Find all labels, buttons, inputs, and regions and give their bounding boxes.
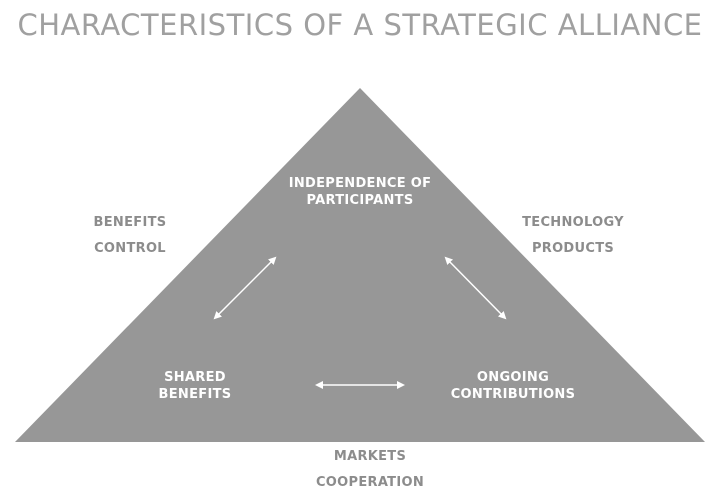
label-shared-benefits: SHARED BENEFITS xyxy=(130,369,260,403)
outer-label: TECHNOLOGY xyxy=(522,215,624,230)
outer-label: BENEFITS xyxy=(93,215,167,230)
label-independence: INDEPENDENCE OF PARTICIPANTS xyxy=(260,175,460,209)
outer-left-labels: BENEFITS CONTROL xyxy=(70,215,190,256)
outer-label: PRODUCTS xyxy=(531,241,615,256)
arrow-left-diagonal xyxy=(213,256,277,320)
arrow-right-diagonal xyxy=(444,256,507,320)
outer-right-labels: TECHNOLOGY PRODUCTS xyxy=(513,215,633,256)
label-line: ONGOING xyxy=(476,370,550,385)
label-ongoing-contributions: ONGOING CONTRIBUTIONS xyxy=(438,369,588,403)
label-line: BENEFITS xyxy=(158,387,232,402)
label-line: INDEPENDENCE OF xyxy=(288,176,432,191)
outer-bottom-labels: MARKETS COOPERATION xyxy=(300,449,440,490)
triangle xyxy=(15,88,705,442)
outer-label: COOPERATION xyxy=(315,475,425,490)
outer-label: MARKETS xyxy=(333,449,407,464)
label-line: SHARED xyxy=(164,370,226,385)
label-line: CONTRIBUTIONS xyxy=(450,387,576,402)
label-line: PARTICIPANTS xyxy=(306,193,414,208)
diagram-title: CHARACTERISTICS OF A STRATEGIC ALLIANCE xyxy=(17,8,703,42)
outer-label: CONTROL xyxy=(94,241,166,256)
